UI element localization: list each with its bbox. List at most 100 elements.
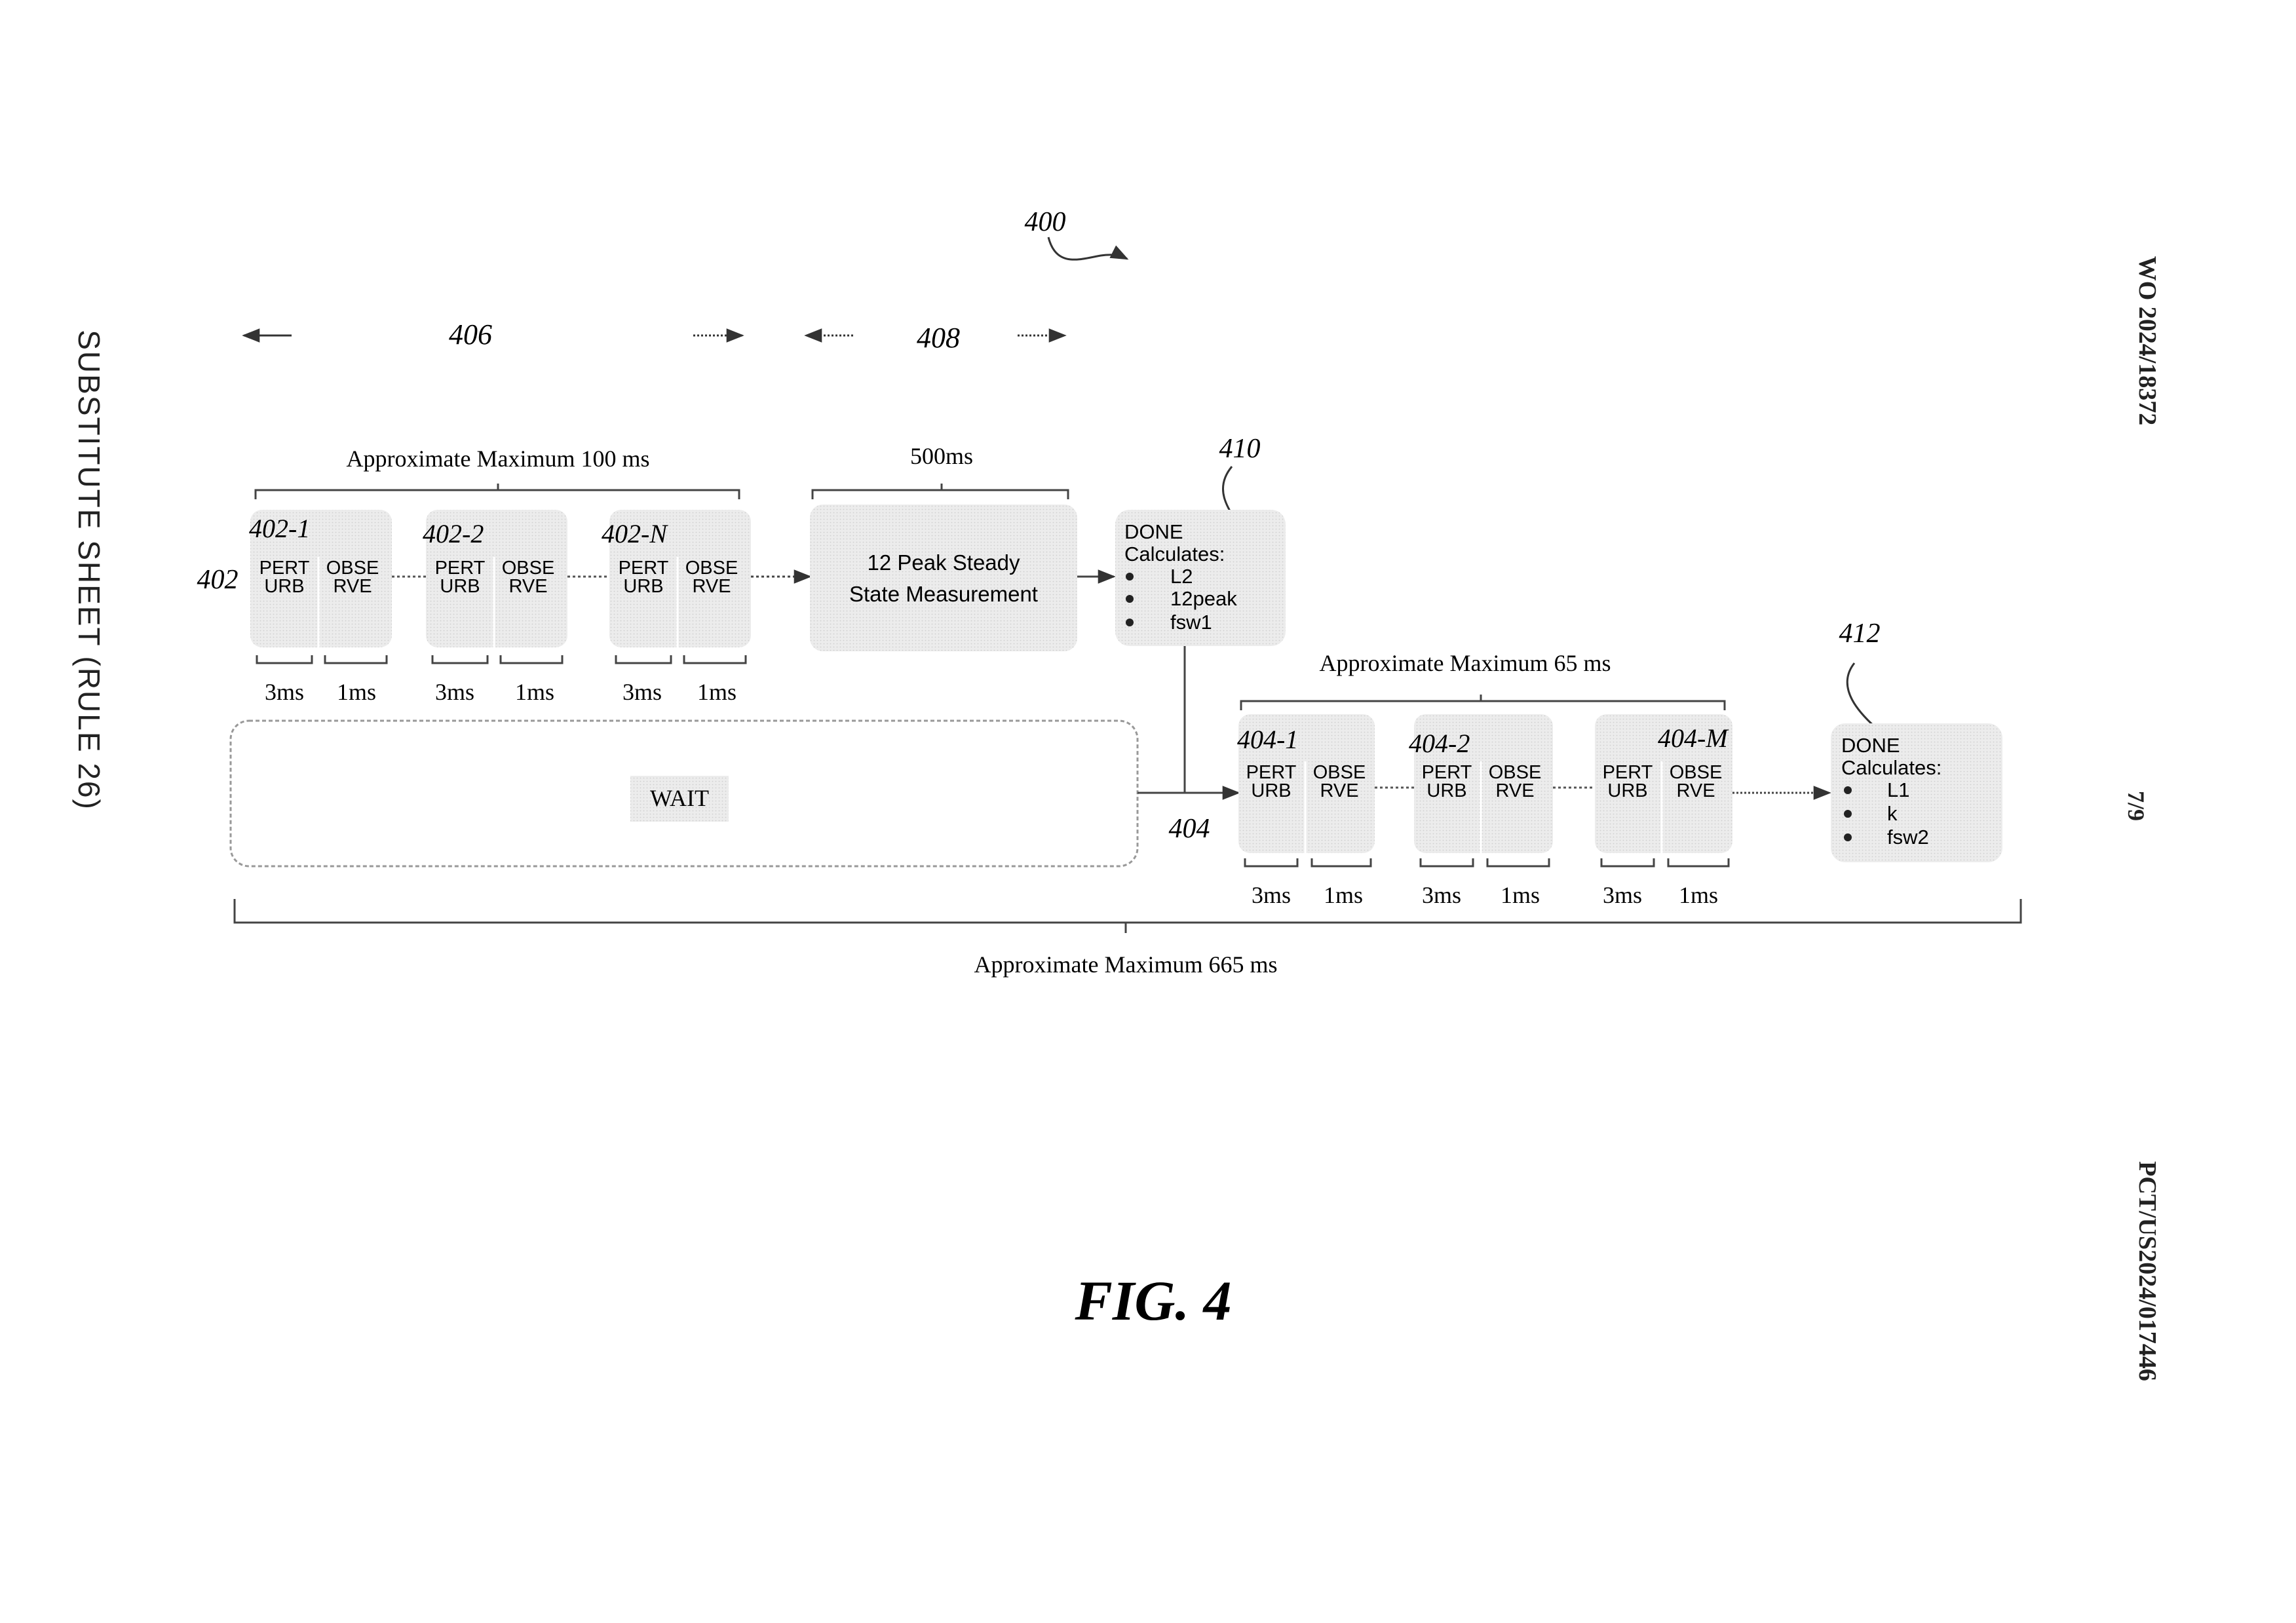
steady-state-line1: 12 Peak Steady — [868, 550, 1020, 575]
block-404-1-observe-line2: RVE — [1320, 780, 1358, 801]
block-402-1-observe-line1: OBSE — [326, 558, 379, 579]
block-402-1-perturb-line2: URB — [264, 576, 304, 597]
block-402-N-box — [609, 510, 751, 647]
done-412-item-1: L1 — [1887, 778, 1909, 801]
block-402-2-time-observe: 1ms — [515, 679, 554, 705]
figure-caption: FIG. 4 — [1075, 1269, 1232, 1332]
side-label-substitute-sheet: SUBSTITUTE SHEET (RULE 26) — [72, 330, 106, 811]
block-402-1-id: 402-1 — [249, 514, 310, 543]
block-404-1-observe-line1: OBSE — [1313, 762, 1366, 783]
done-412-bullet-2 — [1844, 810, 1852, 818]
block-404-M-brace-observe — [1667, 858, 1730, 868]
block-404-M-id: 404-M — [1658, 723, 1729, 753]
done-410-item-1: L2 — [1170, 565, 1193, 588]
block-404-2-box — [1414, 714, 1553, 853]
block-402-2-brace-perturb — [431, 655, 489, 664]
done-412-bullet-1 — [1844, 786, 1852, 794]
block-402-1-observe-line2: RVE — [333, 576, 372, 597]
block-404-M-observe-line2: RVE — [1676, 780, 1715, 801]
done-ref-410: 410 — [1219, 434, 1261, 464]
block-402-N-brace-perturb — [615, 655, 672, 664]
block-404-2-brace-observe — [1486, 858, 1550, 868]
done-410-item-3: fsw1 — [1170, 611, 1212, 634]
block-404-1-perturb-line2: URB — [1251, 780, 1291, 801]
steady-brace-label: 500ms — [910, 443, 973, 469]
total-brace-label: Approximate Maximum 665 ms — [974, 951, 1278, 978]
block-404-M-time-perturb: 3ms — [1603, 882, 1642, 908]
block-402-2-observe-line1: OBSE — [502, 558, 555, 579]
done-410-title: DONE — [1124, 520, 1183, 543]
block-404-M-perturb-line1: PERT — [1603, 762, 1653, 783]
done-410-box — [1115, 510, 1286, 646]
done-412-bullet-3 — [1844, 833, 1852, 841]
block-402-N-id: 402-N — [602, 519, 668, 548]
done-ref-412: 412 — [1839, 619, 1881, 649]
block-404-1-perturb-line1: PERT — [1246, 762, 1297, 783]
page-number: 7/9 — [2123, 791, 2149, 821]
side-label-pct-number: PCT/US2024/017446 — [2133, 1161, 2161, 1381]
figure-ref-leader — [1047, 237, 1129, 261]
block-402-1-perturb-line1: PERT — [259, 558, 310, 579]
row1-brace-label: Approximate Maximum 100 ms — [347, 446, 650, 472]
block-402-2-box — [426, 510, 567, 647]
figure-ref-400: 400 — [1025, 207, 1066, 237]
block-402-2: 402-2 PERT URB OBSE RVE 3ms 1ms — [423, 510, 567, 705]
side-label-wo-number: WO 2024/18372 — [2133, 256, 2161, 426]
done-410-subtitle: Calculates: — [1124, 543, 1225, 565]
phase-label-406: 406 — [449, 318, 492, 351]
done-412-item-2: k — [1887, 802, 1898, 825]
block-404-2-time-observe: 1ms — [1501, 882, 1540, 908]
block-402-1-brace-perturb — [256, 655, 313, 664]
wait-label-bg — [630, 776, 729, 822]
row1-ref-402: 402 — [197, 565, 239, 595]
block-404-1: 404-1 PERT URB OBSE RVE 3ms 1ms — [1237, 714, 1375, 908]
block-402-2-brace-observe — [499, 655, 564, 664]
block-404-1-brace-observe — [1311, 858, 1372, 868]
block-404-2-brace-perturb — [1419, 858, 1474, 868]
steady-state-line2: State Measurement — [849, 582, 1038, 606]
block-404-M-time-observe: 1ms — [1679, 882, 1718, 908]
done-410-bullet-1 — [1126, 573, 1134, 581]
block-402-1-time-observe: 1ms — [337, 679, 376, 705]
block-404-1-id: 404-1 — [1237, 725, 1298, 754]
block-402-1-brace-observe — [324, 655, 388, 664]
block-402-N-perturb-line1: PERT — [619, 558, 669, 579]
row2-brace — [1240, 695, 1726, 710]
block-404-M-observe-line1: OBSE — [1670, 762, 1723, 783]
done-410-bullet-2 — [1126, 595, 1134, 603]
block-402-N-time-observe: 1ms — [697, 679, 737, 705]
block-404-1-time-perturb: 3ms — [1252, 882, 1291, 908]
block-404-1-brace-perturb — [1244, 858, 1299, 868]
block-402-1-time-perturb: 3ms — [265, 679, 304, 705]
block-402-1: 402-1 PERT URB OBSE RVE 3ms 1ms — [249, 510, 392, 705]
done-412-item-3: fsw2 — [1887, 826, 1929, 849]
block-402-2-time-perturb: 3ms — [435, 679, 474, 705]
block-404-2-perturb-line2: URB — [1426, 780, 1466, 801]
phase-label-408: 408 — [917, 322, 960, 354]
done-412-subtitle: Calculates: — [1841, 756, 1942, 779]
done-410-bullet-3 — [1126, 619, 1134, 626]
block-404-2-observe-line1: OBSE — [1489, 762, 1542, 783]
block-404-2-id: 404-2 — [1409, 729, 1470, 758]
total-brace — [233, 899, 2022, 933]
block-402-N-time-perturb: 3ms — [622, 679, 662, 705]
block-402-1-box — [250, 510, 392, 647]
block-402-N-perturb-line2: URB — [623, 576, 663, 597]
block-402-N-brace-observe — [683, 655, 747, 664]
block-402-N-observe-line1: OBSE — [685, 558, 738, 579]
block-404-2-time-perturb: 3ms — [1422, 882, 1461, 908]
row2-brace-label: Approximate Maximum 65 ms — [1320, 650, 1611, 676]
row1-brace — [254, 484, 740, 499]
block-404-1-box — [1238, 714, 1375, 853]
done-412-box — [1831, 723, 2002, 862]
block-402-2-perturb-line2: URB — [440, 576, 480, 597]
block-404-2-observe-line2: RVE — [1495, 780, 1534, 801]
block-404-1-time-observe: 1ms — [1324, 882, 1363, 908]
block-404-M-brace-perturb — [1600, 858, 1655, 868]
steady-brace — [811, 484, 1069, 499]
block-402-2-observe-line2: RVE — [508, 576, 547, 597]
done-410-item-2: 12peak — [1170, 587, 1237, 610]
block-404-M-box — [1595, 714, 1732, 853]
block-402-2-id: 402-2 — [423, 519, 484, 548]
